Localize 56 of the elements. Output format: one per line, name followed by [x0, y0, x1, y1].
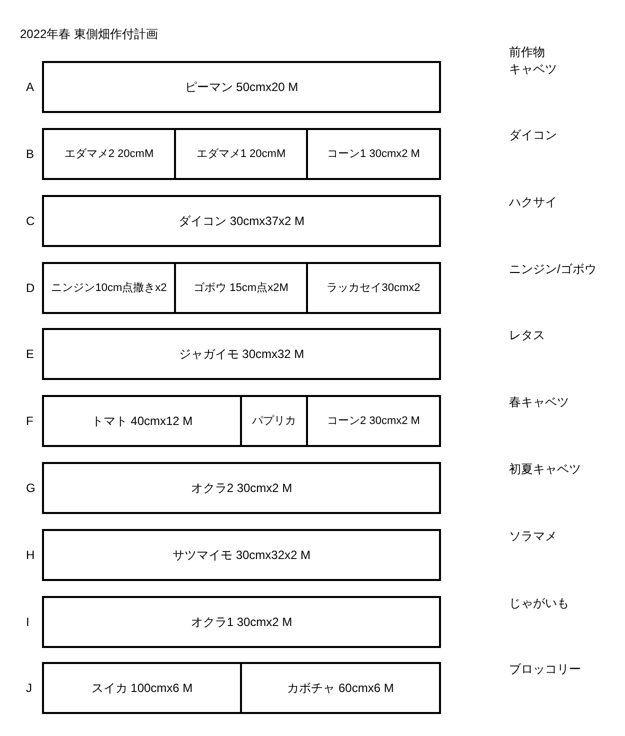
crop-label: コーン1 30cmx2 M — [327, 147, 420, 161]
crop-label: ラッカセイ30cmx2 — [326, 281, 420, 295]
plot-bed — [306, 262, 441, 314]
crop-label: ピーマン 50cmx20 M — [184, 80, 298, 94]
crop-label: パプリカ — [252, 414, 296, 428]
plot-bed — [42, 596, 441, 648]
title: 2022年春 東側畑作付計画 — [20, 26, 158, 42]
plot-bed — [42, 262, 176, 314]
previous-crop: ハクサイ — [509, 194, 557, 210]
crop-label: カボチャ 60cmx6 M — [287, 681, 394, 695]
crop-label: サツマイモ 30cmx32x2 M — [172, 548, 311, 562]
row-letter: A — [26, 79, 34, 95]
crop-label: エダマメ2 20cmM — [64, 147, 154, 161]
plot-bed — [306, 128, 441, 180]
row-letter: J — [26, 680, 32, 696]
plot-bed — [42, 462, 441, 514]
previous-crop: キャベツ — [509, 61, 557, 77]
row-letter: D — [26, 280, 35, 296]
plot-bed — [42, 128, 176, 180]
previous-crop: 春キャベツ — [509, 394, 569, 410]
plot-bed — [42, 61, 441, 113]
crop-label: エダマメ1 20cmM — [196, 147, 286, 161]
previous-crop: レタス — [509, 327, 545, 343]
previous-crop: ニンジン/ゴボウ — [509, 261, 596, 277]
crop-label: トマト 40cmx12 M — [91, 414, 193, 428]
plot-bed — [42, 529, 441, 581]
plot-bed — [42, 328, 441, 380]
row-letter: H — [26, 547, 35, 563]
column-heading: 前作物 — [509, 44, 545, 60]
plot-bed — [174, 262, 308, 314]
crop-label: ニンジン10cm点撒きx2 — [51, 281, 167, 295]
previous-crop: 初夏キャベツ — [509, 461, 581, 477]
plot-bed — [306, 395, 441, 447]
plot-bed — [42, 395, 242, 447]
previous-crop: じゃがいも — [509, 595, 569, 611]
crop-label: スイカ 100cmx6 M — [91, 681, 193, 695]
previous-crop: ブロッコリー — [509, 661, 581, 677]
crop-label: オクラ1 30cmx2 M — [190, 615, 292, 629]
plot-bed — [240, 395, 308, 447]
previous-crop: ダイコン — [509, 127, 557, 143]
row-letter: C — [26, 213, 35, 229]
plot-bed — [174, 128, 308, 180]
previous-crop: ソラマメ — [509, 528, 557, 544]
plot-bed — [42, 662, 242, 714]
plot-bed — [42, 195, 441, 247]
row-letter: E — [26, 346, 34, 362]
crop-label: ダイコン 30cmx37x2 M — [178, 214, 305, 228]
crop-label: ジャガイモ 30cmx32 M — [178, 347, 304, 361]
row-letter: G — [26, 480, 36, 496]
row-letter: B — [26, 146, 34, 162]
row-letter: F — [26, 413, 34, 429]
crop-label: コーン2 30cmx2 M — [327, 414, 420, 428]
crop-label: ゴボウ 15cm点x2M — [194, 281, 288, 295]
plot-bed — [240, 662, 441, 714]
crop-label: オクラ2 30cmx2 M — [190, 481, 292, 495]
row-letter: I — [26, 614, 30, 630]
